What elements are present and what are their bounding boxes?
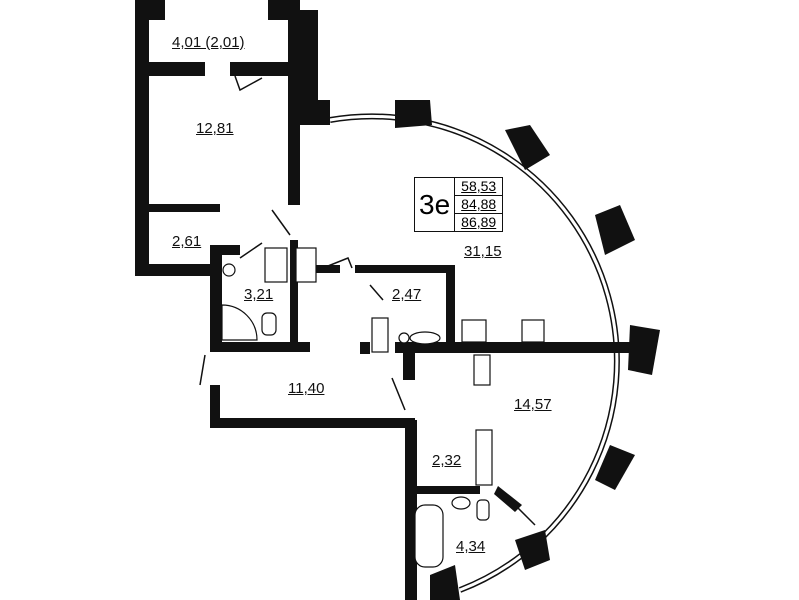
apartment-type-tag: 3е 58,53 84,88 86,89 (414, 177, 504, 232)
total-area: 84,88 (455, 196, 503, 214)
room-label-bathroom-1: 3,21 (244, 286, 274, 303)
total-area-with-balcony: 86,89 (461, 214, 497, 230)
room-label-bedroom-2: 14,57 (514, 396, 552, 413)
room-label-balcony: 4,01 (2,01) (172, 34, 245, 51)
room-label-wardrobe: 2,61 (172, 233, 202, 250)
room-label-hall: 11,40 (288, 380, 325, 397)
doors (199, 75, 536, 526)
room-label-bathroom-2: 4,34 (456, 538, 486, 555)
room-label-wc: 2,47 (392, 286, 422, 303)
walls (135, 0, 660, 600)
room-label-bedroom: 12,81 (196, 120, 234, 137)
fixtures (221, 247, 545, 568)
room-label-living-kitchen: 31,15 (464, 243, 502, 260)
room-label-corridor: 2,32 (432, 452, 462, 469)
arc-window-wall (329, 113, 620, 593)
living-area: 58,53 (455, 178, 503, 196)
apartment-type-code: 3е (415, 178, 456, 231)
